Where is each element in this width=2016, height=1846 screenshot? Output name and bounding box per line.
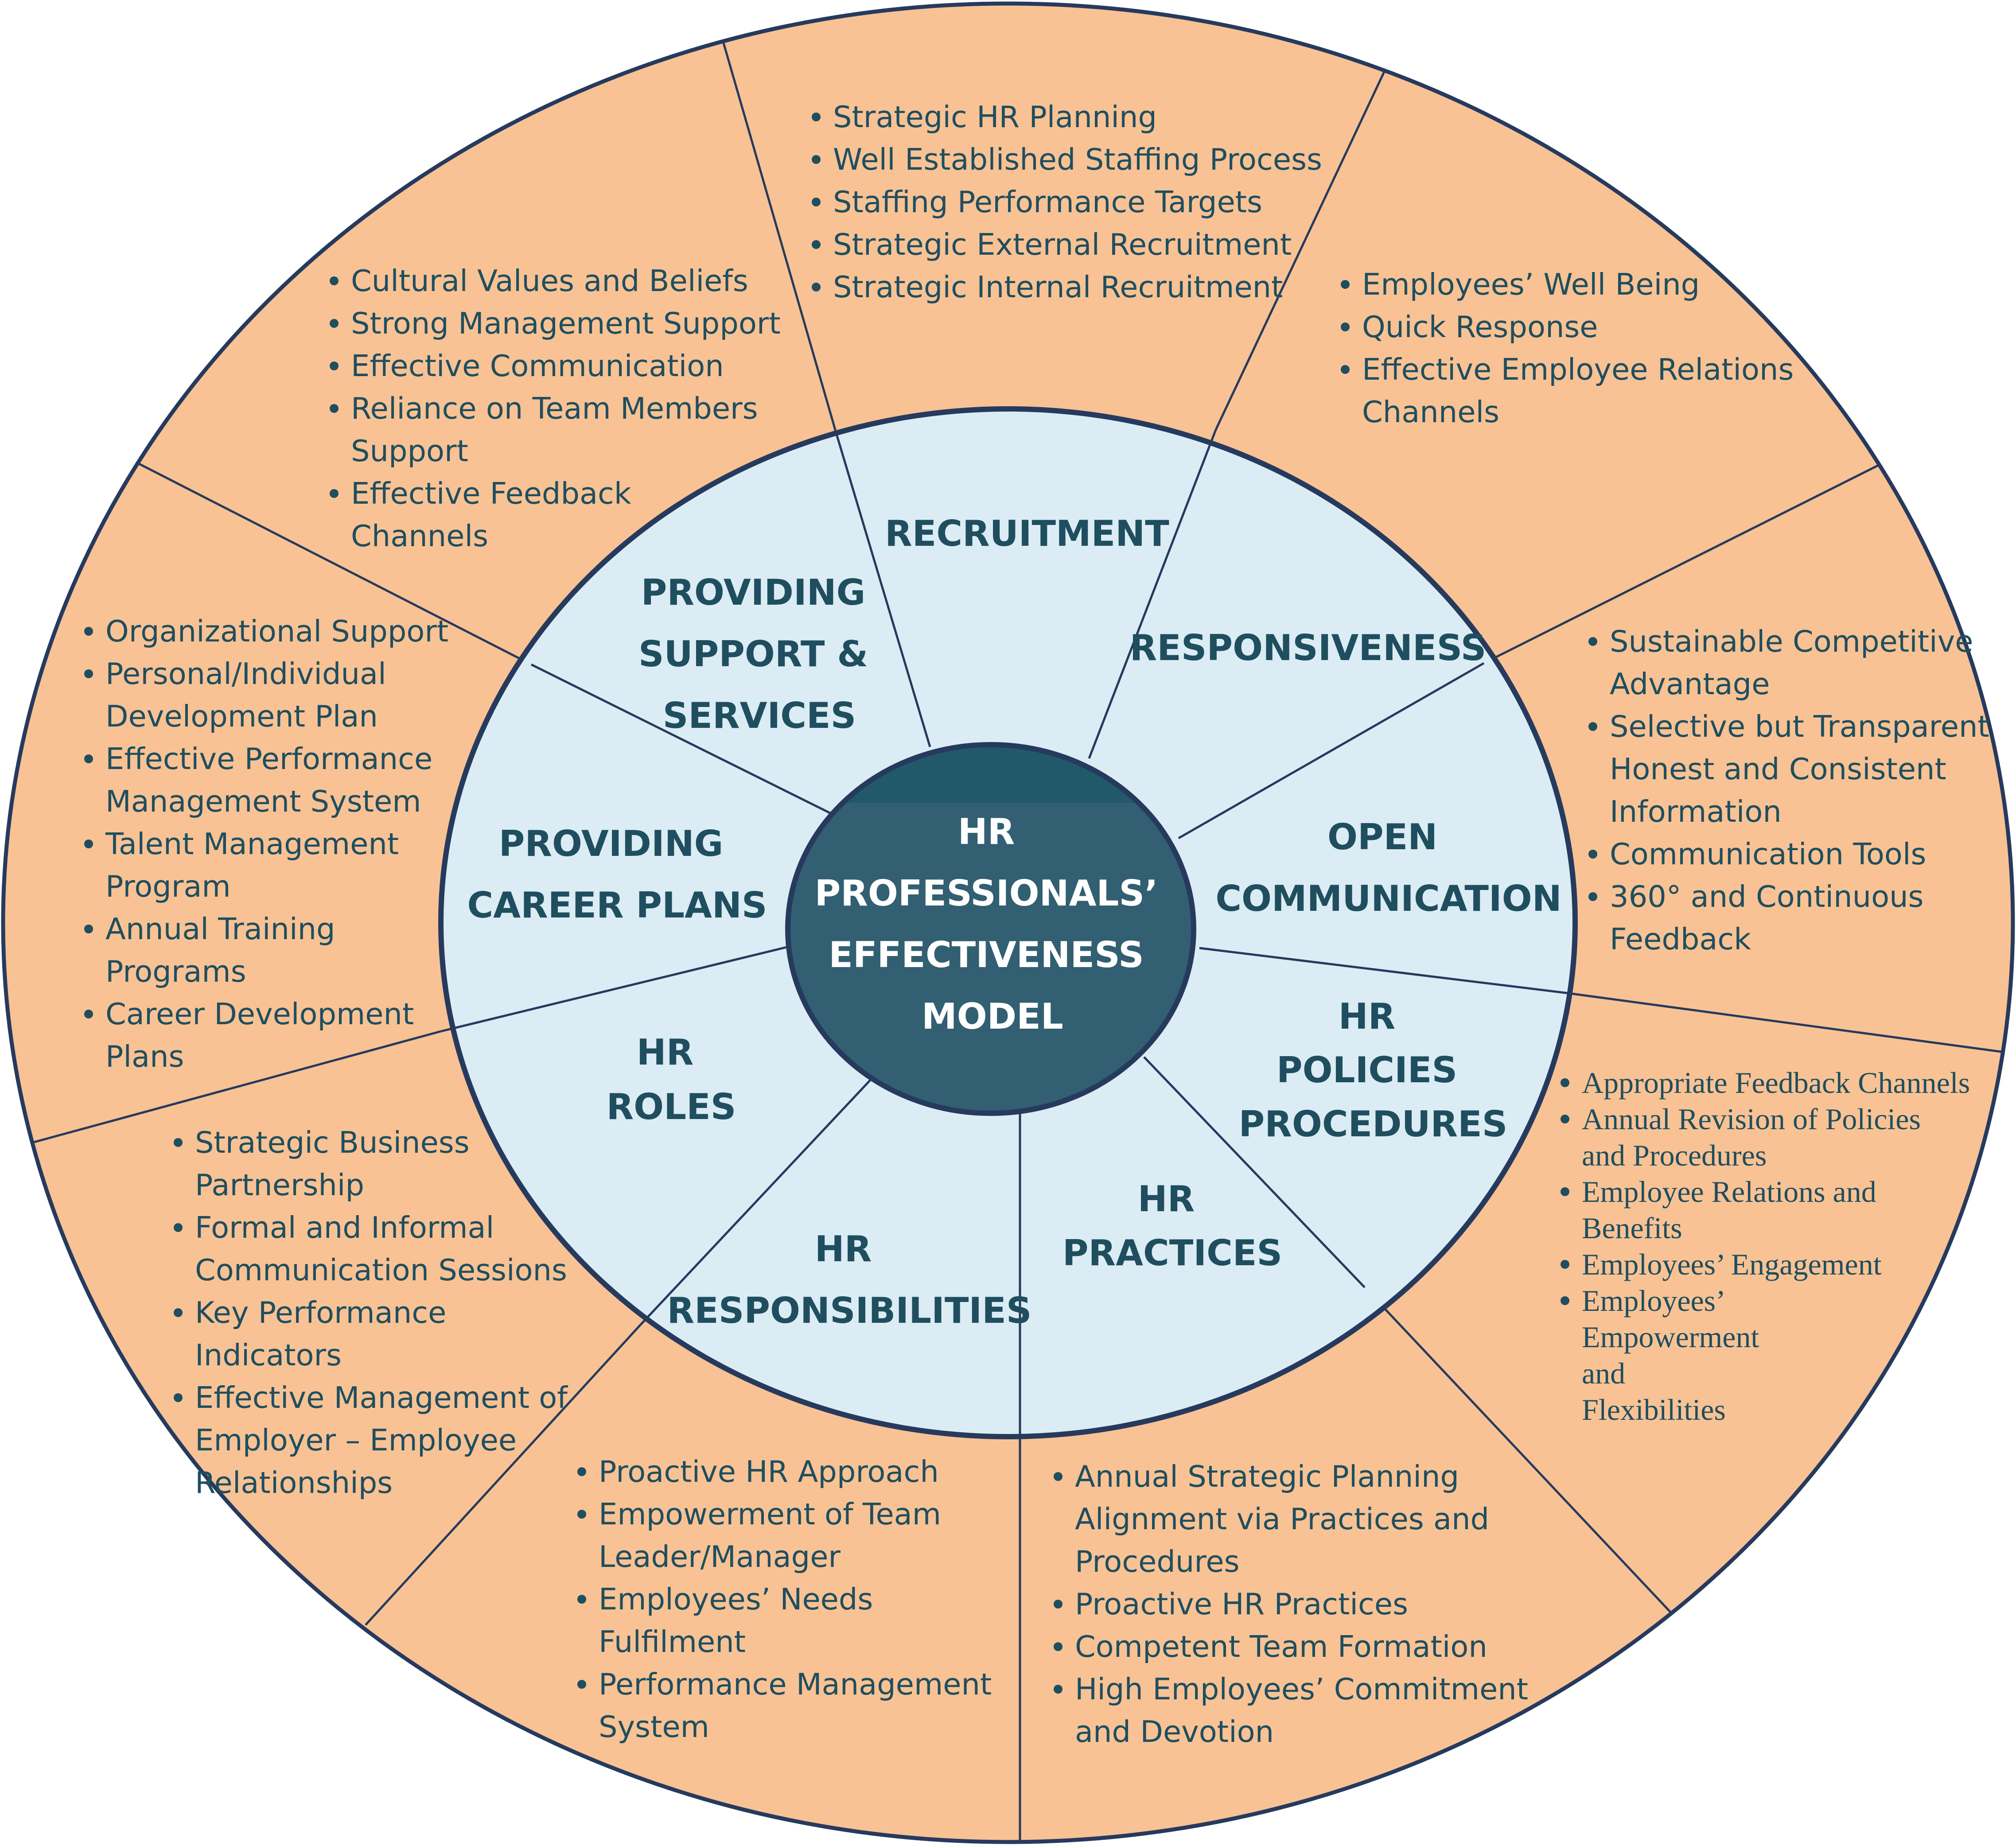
career-plans-list: Organizational Support Personal/Individu… [82,610,494,1078]
divider-line [31,1030,441,1144]
list-item: Quick Response [1339,306,1835,348]
list-item: Staffing Performance Targets [810,181,1350,223]
list-item: Annual Revision of Policies and Procedur… [1559,1101,1971,1174]
category-hr-responsibilities: HR RESPONSIBILITIES [667,1228,1032,1331]
divider-line [710,4,837,430]
list-item: Proactive HR Practices [1052,1583,1530,1625]
center-title-line: HR [958,811,1015,852]
center-title-line: EFFECTIVENESS [829,934,1144,975]
list-item: Career Development Plans [82,993,416,1078]
list-item: Selective but Transparent Honest and Con… [1587,705,1999,833]
list-item: Employees’ Empowerment and Flexibilities [1559,1282,1768,1428]
center-title-line: MODEL [922,996,1063,1037]
list-item: Well Established Staffing Process [810,138,1350,181]
list-item: Employee Relations and Benefits [1559,1174,1971,1246]
list-item: Key Performance Indicators [172,1291,602,1376]
list-item: 360° and Continuous Feedback [1587,875,1999,960]
divider-line [136,462,532,666]
divider-line [1088,429,1217,759]
divider-line [1199,947,1569,995]
category-providing-career-plans: PROVIDING CAREER PLANS [467,823,767,926]
category-open-communication: OPEN COMMUNICATION [1215,816,1561,919]
list-item: Employees’ Needs Fulfilment [576,1578,1014,1663]
divider-line [1483,462,1884,665]
list-item: Strategic Internal Recruitment [810,266,1350,308]
list-item: Reliance on Team Members Support [328,387,776,472]
list-item: Organizational Support [82,610,494,653]
list-item: Annual Training Programs [82,908,371,993]
outer-dividers [31,4,2013,1842]
open-communication-list: Sustainable Competitive Advantage Select… [1587,620,1999,960]
list-item: Communication Tools [1587,833,1999,875]
center-title-line: PROFESSIONALS’ [815,873,1158,914]
list-item: Strategic Business Partnership [172,1121,518,1206]
list-item: Cultural Values and Beliefs [328,260,798,302]
category-hr-practices: HR PRACTICES [1062,1178,1282,1274]
divider-line [365,1324,641,1626]
list-item: Personal/Individual Development Plan [82,653,424,738]
divider-line [440,945,791,1033]
hr-roles-list: Strategic Business Partnership Formal an… [172,1121,602,1504]
list-item: Strategic External Recruitment [810,223,1350,266]
list-item: Employees’ Well Being [1339,263,1835,306]
list-item: Empowerment of Team Leader/Manager [576,1493,975,1578]
divider-line [639,1077,873,1326]
list-item: Strong Management Support [328,302,798,345]
divider-line [1568,992,2013,1056]
support-services-list: Cultural Values and Beliefs Strong Manag… [328,260,798,557]
divider-line [1214,70,1386,431]
list-item: Sustainable Competitive Advantage [1587,620,1999,705]
hr-practices-list: Annual Strategic Planning Alignment via … [1052,1455,1530,1753]
divider-line [530,663,832,815]
category-hr-policies-procedures: HR POLICIES PROCEDURES [1239,996,1508,1145]
divider-line [1178,662,1485,839]
category-responsiveness: RESPONSIVENESS [1130,627,1487,668]
list-item: Effective Communication [328,345,798,387]
list-item: Talent Management Program [82,823,411,908]
list-item: Competent Team Formation [1052,1625,1530,1668]
list-item: Annual Strategic Planning Alignment via … [1052,1455,1530,1583]
list-item: Strategic HR Planning [810,96,1350,138]
hr-responsibilities-list: Proactive HR Approach Empowerment of Tea… [576,1450,1014,1748]
recruitment-list: Strategic HR Planning Well Established S… [810,96,1350,308]
list-item: Performance Management System [576,1663,997,1748]
inner-dividers [440,429,1569,1437]
category-recruitment: RECRUITMENT [885,513,1169,554]
category-providing-support-services: PROVIDING SUPPORT & SERVICES [638,572,880,736]
list-item: Effective Feedback Channels [328,472,670,557]
divider-line [1364,1286,1672,1614]
list-item: Effective Performance Management System [82,738,451,823]
list-item: Effective Employee Relations Channels [1339,348,1835,433]
divider-line [834,429,931,747]
divider-line [1143,1056,1366,1288]
list-item: Effective Management of Employer – Emplo… [172,1376,572,1504]
center-title: HR PROFESSIONALS’ EFFECTIVENESS MODEL [815,811,1171,1037]
list-item: Formal and Informal Communication Sessio… [172,1206,602,1291]
hr-policies-list: Appropriate Feedback Channels Annual Rev… [1559,1065,1971,1428]
list-item: Appropriate Feedback Channels [1559,1065,1971,1101]
responsiveness-list: Employees’ Well Being Quick Response Eff… [1339,263,1835,433]
category-hr-roles: HR ROLES [607,1032,736,1127]
list-item: High Employees’ Commitment and Devotion [1052,1668,1530,1753]
list-item: Proactive HR Approach [576,1450,1014,1493]
list-item: Employees’ Engagement [1559,1246,1971,1282]
